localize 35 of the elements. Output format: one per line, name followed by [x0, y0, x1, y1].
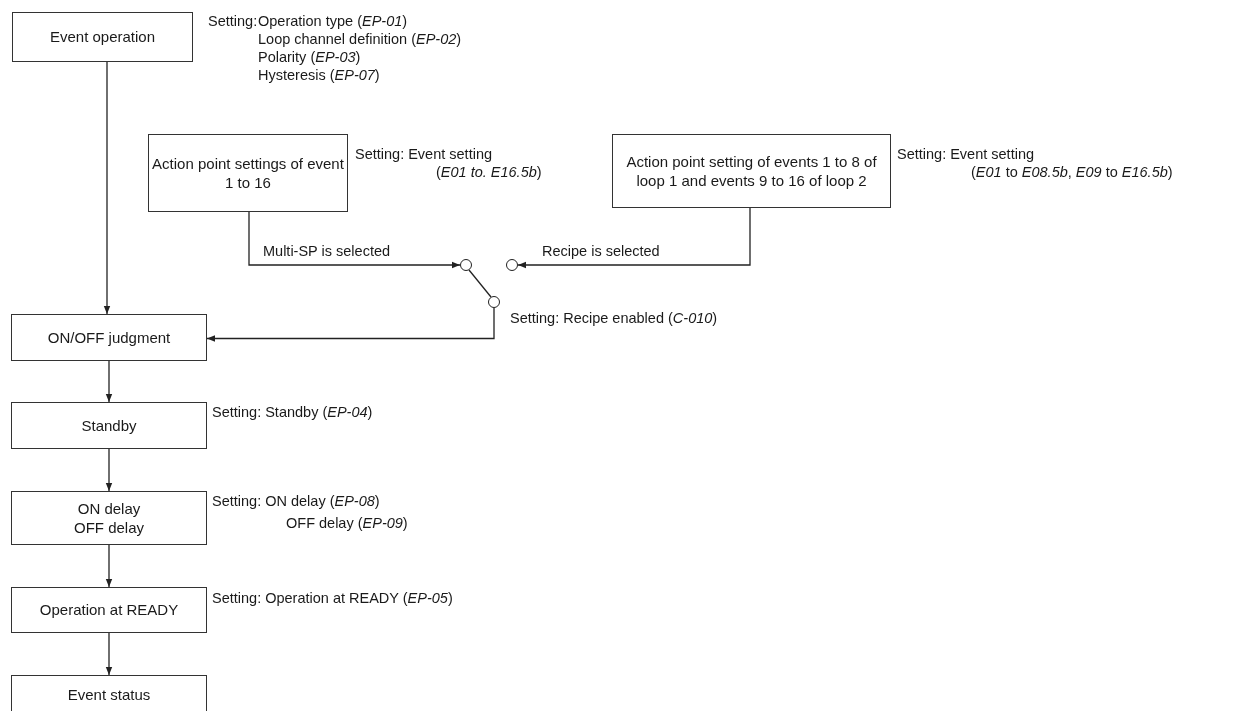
setting-note: Setting: [208, 13, 258, 31]
process-box: Standby [11, 402, 207, 449]
process-box: Event operation [12, 12, 193, 62]
setting-note: Setting: Event setting [355, 146, 493, 164]
setting-note: Operation type (EP-01) [258, 13, 408, 31]
setting-note: Setting: ON delay (EP-08) [212, 493, 380, 511]
setting-note: Hysteresis (EP-07) [258, 67, 380, 85]
setting-note: (E01 to E08.5b, E09 to E16.5b) [971, 164, 1173, 182]
setting-note: Setting: Operation at READY (EP-05) [212, 590, 453, 608]
process-box: Action point settings of event 1 to 16 [148, 134, 348, 212]
process-box: Operation at READY [11, 587, 207, 633]
setting-note: Loop channel definition (EP-02) [258, 31, 462, 49]
setting-note: Polarity (EP-03) [258, 49, 361, 67]
arrow [248, 211, 461, 269]
process-box: Action point setting of events 1 to 8 of loop 1 and events 9 to 16 of loop 2 [612, 134, 891, 208]
arrow [105, 632, 113, 676]
setting-note: Setting: Recipe enabled (C-010) [510, 310, 718, 328]
arrow [105, 360, 113, 403]
setting-note: (E01 to. E16.5b) [436, 164, 542, 182]
switch-contact [506, 259, 518, 271]
process-box: Event status [11, 675, 207, 711]
arrow [517, 207, 751, 269]
setting-note: Setting: Event setting [897, 146, 1035, 164]
switch-lever [468, 269, 492, 298]
switch-contact [488, 296, 500, 308]
arrow [105, 544, 113, 588]
edge-label: Recipe is selected [540, 243, 662, 261]
process-box: ON delay OFF delay [11, 491, 207, 545]
arrow [103, 61, 111, 315]
setting-note: Setting: Standby (EP-04) [212, 404, 373, 422]
arrow [105, 448, 113, 492]
arrow [206, 307, 495, 342]
process-box: ON/OFF judgment [11, 314, 207, 361]
switch-contact [460, 259, 472, 271]
setting-note: OFF delay (EP-09) [286, 515, 408, 533]
